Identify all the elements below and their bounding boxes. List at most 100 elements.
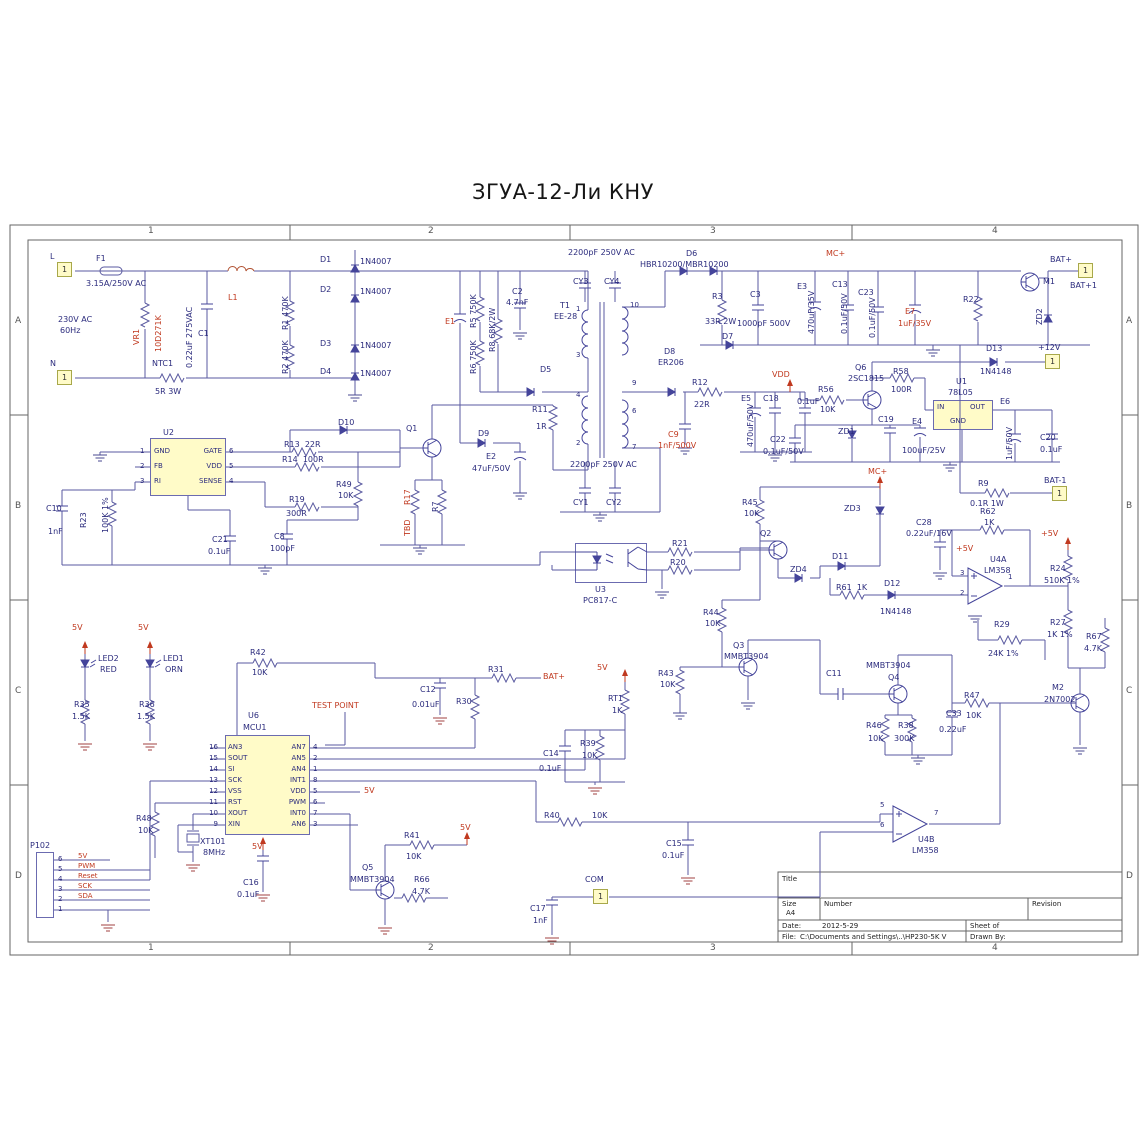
component-label: C15 xyxy=(666,839,682,848)
pin-label: PWM xyxy=(78,862,96,870)
component-label: +12V xyxy=(1038,343,1061,352)
component-label: VR1 xyxy=(132,328,141,345)
component-label: R9 xyxy=(978,479,989,488)
component-label: 10D271K xyxy=(154,315,163,352)
pin-label: 7 xyxy=(313,809,318,817)
component-label: LM358 xyxy=(912,846,939,855)
component-label: M2 xyxy=(1052,683,1064,692)
component-label: +5V xyxy=(1041,529,1059,538)
component-label: 0.1uF/50V xyxy=(840,293,849,334)
pin-label: 6 xyxy=(229,447,234,455)
pin-label: INT1 xyxy=(289,776,306,784)
component-label: C23 xyxy=(858,288,874,297)
terminal-line: 1 xyxy=(57,262,72,277)
pin-label: 3 xyxy=(313,820,318,828)
component-label: D10 xyxy=(338,418,355,427)
component-label: C8 xyxy=(274,532,285,541)
component-label: MMBT3904 xyxy=(724,652,769,661)
component-label: C11 xyxy=(826,669,842,678)
component-label: E7 xyxy=(905,307,916,316)
component-label: D13 xyxy=(986,344,1003,353)
pin-label: Reset xyxy=(78,872,98,880)
component-label: 6 xyxy=(632,407,637,415)
component-label: 2 xyxy=(576,439,581,447)
pin-label: 6 xyxy=(58,855,63,863)
component-label: C9 xyxy=(668,430,679,439)
component-label: R62 xyxy=(980,507,996,516)
component-label: 3 xyxy=(960,569,965,577)
component-label: MCU1 xyxy=(243,723,267,732)
component-label: L xyxy=(50,252,55,261)
terminal-bat-minus: 1 xyxy=(1052,486,1067,501)
pin-label: 13 xyxy=(209,776,218,784)
titleblock-number-label: Number xyxy=(824,900,853,908)
component-label: A xyxy=(15,316,22,326)
component-label: C22 xyxy=(770,435,786,444)
component-label: 10K xyxy=(966,711,982,720)
component-label: 100R xyxy=(891,385,912,394)
pin-label: 2 xyxy=(58,895,63,903)
pin-label: INT0 xyxy=(289,809,306,817)
component-label: MC+ xyxy=(826,249,846,258)
pin-label: 8 xyxy=(313,776,318,784)
component-label: 10K xyxy=(406,852,422,861)
component-label: U2 xyxy=(163,428,174,437)
component-label: 510K 1% xyxy=(1044,576,1080,585)
component-label: U4A xyxy=(990,555,1007,564)
component-label: D1 xyxy=(320,255,332,264)
component-label: 10K xyxy=(660,680,676,689)
component-label: 10K xyxy=(744,509,760,518)
pin-label: AN7 xyxy=(291,743,306,751)
component-label: R7 xyxy=(431,501,440,512)
pin-label: 12 xyxy=(209,787,218,795)
component-label: 1uF/35V xyxy=(898,319,932,328)
component-label: 100uF/25V xyxy=(902,446,946,455)
component-label: R21 xyxy=(672,539,688,548)
component-label: 1nF xyxy=(48,527,63,536)
component-label: 4 xyxy=(576,391,581,399)
component-label: 1uF/50V xyxy=(1005,426,1014,460)
component-label: R19 xyxy=(289,495,305,504)
component-label: 1.5K xyxy=(137,712,155,721)
component-label: C1 xyxy=(198,329,209,338)
component-label: 1000pF 500V xyxy=(737,319,791,328)
component-label: 4.7K xyxy=(412,887,430,896)
wires xyxy=(54,250,1106,935)
component-label: F1 xyxy=(96,254,106,263)
component-label: R66 xyxy=(414,875,430,884)
component-label: MMBT3904 xyxy=(866,661,911,670)
component-label: U3 xyxy=(595,585,606,594)
component-label: D7 xyxy=(722,332,734,341)
pin-label: SI xyxy=(228,765,235,773)
component-label: ORN xyxy=(165,665,183,674)
component-label: 4 xyxy=(992,943,998,953)
component-label: 1N4007 xyxy=(360,341,392,350)
pin-label: FB xyxy=(154,462,163,470)
titleblock-file-label: File: xyxy=(782,933,797,941)
component-label: R40 xyxy=(544,811,560,820)
p102-box xyxy=(36,852,54,918)
component-label: RED xyxy=(100,665,117,674)
component-label: R23 xyxy=(79,512,88,528)
component-label: R35 xyxy=(74,700,90,709)
component-label: E4 xyxy=(912,417,923,426)
component-label: 100pF xyxy=(270,544,295,553)
u2-box xyxy=(150,438,226,496)
component-label: C18 xyxy=(763,394,779,403)
component-label: 1R xyxy=(536,422,547,431)
component-label: TBD xyxy=(403,519,412,536)
terminal-com: 1 xyxy=(593,889,608,904)
component-label: R3 xyxy=(712,292,723,301)
pin-label: 9 xyxy=(213,820,218,828)
component-label: C xyxy=(15,686,22,696)
component-label: 5V xyxy=(597,663,608,672)
component-label: PC817-C xyxy=(583,596,618,605)
component-label: 5V xyxy=(460,823,471,832)
component-label: COM xyxy=(585,875,604,884)
pin-label: AN4 xyxy=(291,765,306,773)
u1-box xyxy=(933,400,993,430)
component-label: C14 xyxy=(543,749,559,758)
component-label: D9 xyxy=(478,429,490,438)
component-label: R24 xyxy=(1050,564,1066,573)
component-label: 2SC1815 xyxy=(848,374,885,383)
